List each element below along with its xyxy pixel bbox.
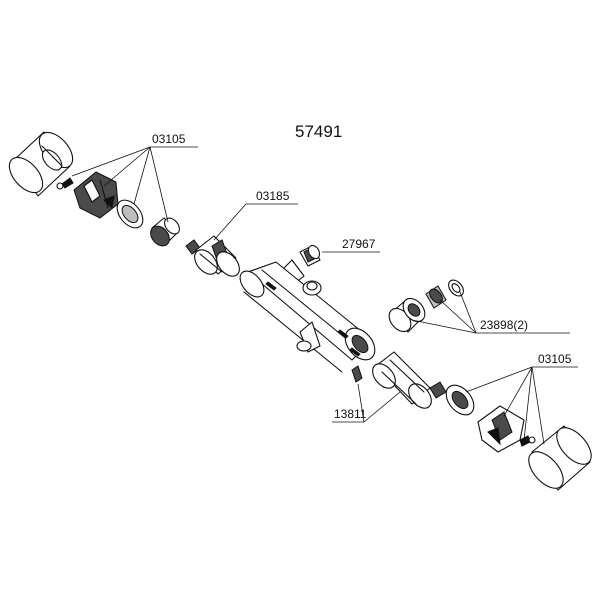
screw-bottom-right <box>519 435 536 447</box>
union-insert <box>425 285 447 309</box>
screw-bottom-small <box>351 365 363 383</box>
union-nut <box>388 297 426 333</box>
handle-top-left <box>8 131 74 197</box>
label-handle-set-top: 03105 <box>152 132 186 146</box>
cartridge-top <box>185 235 240 277</box>
union-washer <box>448 279 464 297</box>
retaining-ring-bottom-right <box>445 384 475 416</box>
valve-body <box>239 259 376 373</box>
label-cartridge-bottom: 13811 <box>334 407 367 421</box>
leader-union-set <box>411 291 570 334</box>
cartridge-bottom <box>372 351 447 409</box>
handle-insert-bottom-right <box>477 405 525 453</box>
leader-handle-set-bottom <box>465 366 578 445</box>
leader-handle-set-top <box>71 146 198 223</box>
bushing-top-left <box>150 217 180 247</box>
model-number: 57491 <box>295 122 342 141</box>
leader-cartridge-top <box>213 203 298 241</box>
fitting-small <box>299 244 321 267</box>
label-handle-set-bottom: 03105 <box>538 352 572 366</box>
retaining-ring-top-left <box>116 199 144 229</box>
handle-insert-top-left <box>73 171 119 219</box>
handle-bottom-right <box>528 425 592 491</box>
screw-top-left <box>56 177 74 190</box>
leader-cartridge-bottom <box>332 383 401 423</box>
label-fitting-top: 27967 <box>342 237 376 251</box>
label-cartridge-top: 03185 <box>256 189 290 203</box>
label-union-set: 23898(2) <box>480 318 528 332</box>
